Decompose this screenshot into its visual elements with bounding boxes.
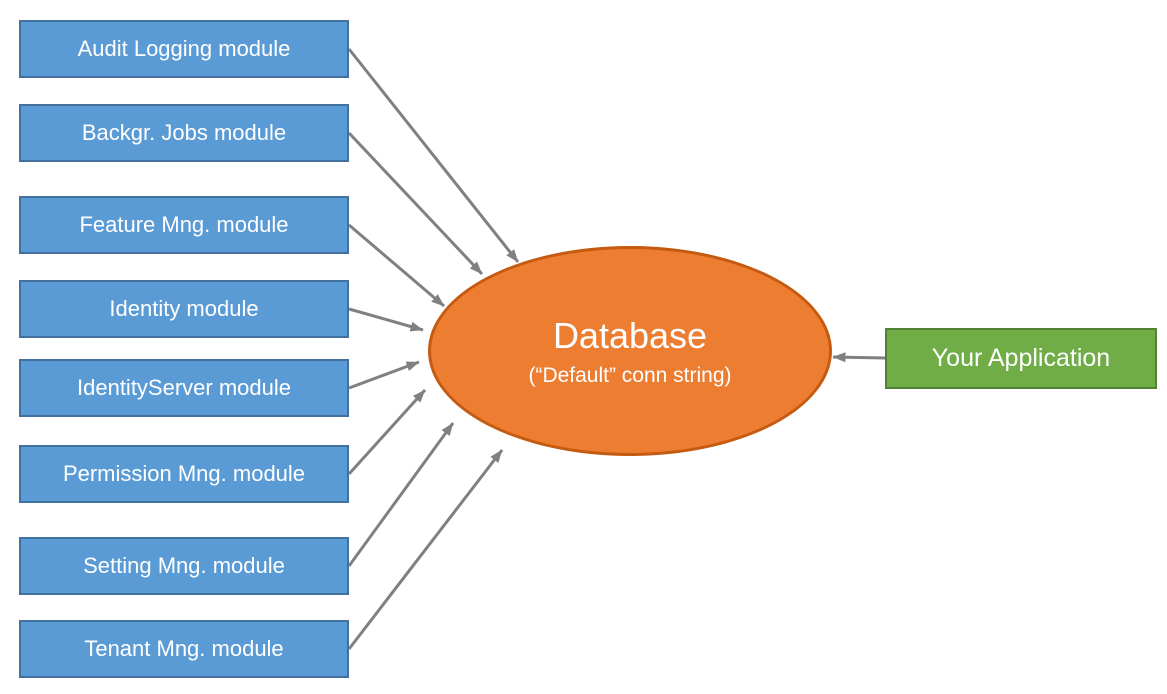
connector-arrow xyxy=(347,131,484,276)
module-label: Tenant Mng. module xyxy=(84,636,284,661)
module-label: Identity module xyxy=(109,296,259,321)
module-node: Audit Logging module xyxy=(19,20,349,78)
connector-arrow xyxy=(832,352,886,363)
connector-arrow xyxy=(348,223,445,308)
application-label: Your Application xyxy=(931,344,1111,372)
module-node: Setting Mng. module xyxy=(19,537,349,595)
connector-arrow xyxy=(348,360,420,390)
module-label: Audit Logging module xyxy=(77,36,291,61)
module-label: Backgr. Jobs module xyxy=(81,120,287,145)
module-node: IdentityServer module xyxy=(19,359,349,417)
connector-arrow xyxy=(347,388,427,476)
database-subtitle: (“Default” conn string) xyxy=(528,364,732,387)
module-node: Identity module xyxy=(19,280,349,338)
database-title: Database xyxy=(552,314,708,356)
connector-arrow xyxy=(347,422,455,567)
module-node: Backgr. Jobs module xyxy=(19,104,349,162)
connector-arrow xyxy=(348,307,424,332)
connector-arrow xyxy=(347,48,520,263)
module-label: Setting Mng. module xyxy=(83,553,285,578)
module-label: IdentityServer module xyxy=(77,375,291,400)
database-node: Database (“Default” conn string) xyxy=(428,246,832,456)
module-label: Feature Mng. module xyxy=(79,212,289,237)
module-node: Feature Mng. module xyxy=(19,196,349,254)
connector-arrow xyxy=(347,449,504,650)
module-node: Permission Mng. module xyxy=(19,445,349,503)
module-node: Tenant Mng. module xyxy=(19,620,349,678)
application-node: Your Application xyxy=(885,328,1157,389)
module-label: Permission Mng. module xyxy=(62,461,306,486)
